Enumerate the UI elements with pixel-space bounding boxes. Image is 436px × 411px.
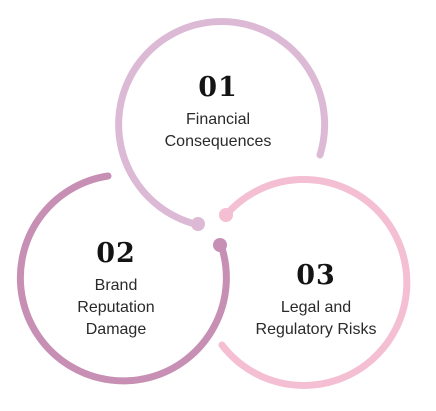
step-01-label-line-1: Financial <box>186 111 250 128</box>
step-01: 01 Financial Consequences <box>115 18 329 231</box>
step-01-number: 01 <box>198 72 238 103</box>
step-03-label-line-2: Regulatory Risks <box>256 321 377 338</box>
ring-01 <box>115 18 329 228</box>
ring-02-endpoint-dot <box>213 238 227 252</box>
step-03-label-line-1: Legal and <box>281 299 351 316</box>
step-01-label-line-2: Consequences <box>165 133 272 150</box>
ring-02 <box>16 172 230 385</box>
ring-03-endpoint-dot <box>219 208 233 222</box>
ring-03 <box>218 176 411 389</box>
step-02-label-line-1: Brand <box>95 277 138 294</box>
step-02-label-line-3: Damage <box>86 321 147 338</box>
step-03-number: 03 <box>296 260 336 291</box>
step-02: 02 Brand Reputation Damage <box>16 172 230 385</box>
step-03: 03 Legal and Regulatory Risks <box>218 176 411 389</box>
ring-01-endpoint-dot <box>191 217 205 231</box>
step-02-number: 02 <box>96 238 136 269</box>
step-02-label-line-2: Reputation <box>77 299 154 316</box>
